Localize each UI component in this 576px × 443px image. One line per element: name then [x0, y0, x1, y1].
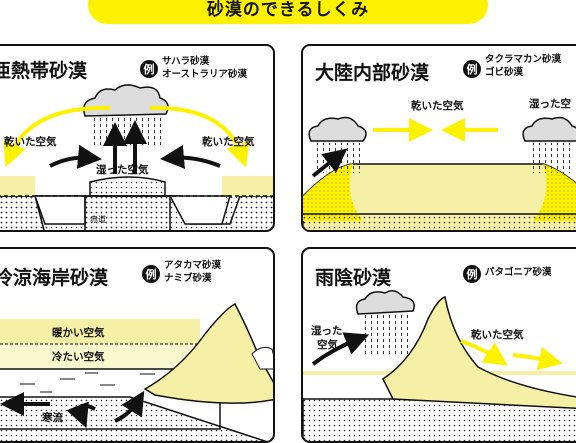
subtropical-dry-air-left: 乾いた空気: [4, 136, 57, 148]
coastal-warm-air: 暖かい空気: [52, 327, 105, 339]
inland-illustration: [303, 116, 576, 230]
inland-moist-air: 湿った空: [529, 98, 571, 110]
panel-coastal: 冷涼海岸砂漠 例 アタカマ砂漠 ナミブ砂漠 暖かい空気 冷たい空気 寒流: [0, 247, 275, 443]
rainshadow-illustration: [303, 290, 576, 441]
rainshadow-example-1: パタゴニア砂漠: [485, 267, 552, 278]
coastal-cold-air: 冷たい空気: [52, 351, 105, 363]
rainshadow-heading: 雨陰砂漠: [315, 267, 392, 289]
rainshadow-dry-air: 乾いた空気: [471, 329, 524, 341]
coastal-example-2: ナミブ砂漠: [164, 273, 212, 284]
subtropical-heading: 亜熱帯砂漠: [0, 60, 88, 82]
inland-example-2: ゴビ砂漠: [485, 67, 524, 78]
example-mark: 例: [140, 60, 158, 78]
inland-dry-air: 乾いた空気: [411, 100, 464, 112]
panel-subtropical: 亜熱帯砂漠 例 サハラ砂漠 オーストラリア砂漠 乾いた空気 乾いた空気 湿った空…: [0, 44, 275, 232]
subtropical-dry-air-right: 乾いた空気: [202, 136, 255, 148]
page-title: 砂漠のできるしくみ: [206, 0, 370, 20]
subtropical-example-2: オーストラリア砂漠: [162, 69, 248, 80]
example-mark: 例: [463, 265, 481, 283]
example-mark: 例: [142, 265, 160, 283]
panel-rainshadow: 雨陰砂漠 例 パタゴニア砂漠 湿った 空気 乾いた空気: [301, 247, 576, 443]
rainshadow-moist-air-1: 湿った: [311, 325, 343, 337]
title-banner: 砂漠のできるしくみ: [88, 0, 488, 24]
example-mark: 例: [463, 60, 481, 78]
inland-heading: 大陸内部砂漠: [315, 62, 430, 84]
equator-label: 赤道: [90, 215, 106, 224]
subtropical-example-1: サハラ砂漠: [162, 56, 210, 67]
coastal-illustration: [0, 302, 273, 441]
subtropical-illustration: [0, 84, 273, 230]
rainshadow-moist-air-2: 空気: [317, 339, 338, 351]
panel-inland: 大陸内部砂漠 例 タクラマカン砂漠 ゴビ砂漠 乾いた空気 湿った空: [301, 44, 576, 232]
coastal-heading: 冷涼海岸砂漠: [0, 267, 109, 289]
coastal-example-1: アタカマ砂漠: [164, 260, 222, 271]
cold-current-label: 寒流: [42, 412, 63, 424]
subtropical-moist-air: 湿った空気: [96, 164, 149, 176]
inland-example-1: タクラマカン砂漠: [485, 54, 562, 65]
